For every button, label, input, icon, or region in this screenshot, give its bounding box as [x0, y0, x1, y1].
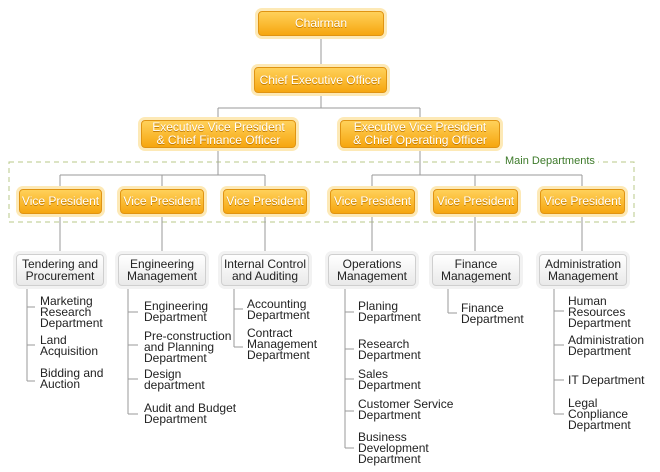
department-item: Contract Management Department: [247, 326, 318, 362]
department-item: Administration Department: [568, 333, 645, 358]
main-departments-label: Main Departments: [502, 155, 598, 167]
department-item: Human Resources Department: [568, 294, 631, 330]
management-box-engineering: Engineering Management: [118, 254, 206, 286]
department-item: Land Acquisition: [40, 333, 99, 358]
vice-president-box: Vice President: [120, 189, 204, 214]
department-item: Research Department: [358, 337, 421, 362]
vice-president-box: Vice President: [433, 189, 518, 214]
vice-president-box: Vice President: [330, 189, 415, 214]
department-item: Audit and Budget Department: [144, 401, 237, 426]
management-box-tendering: Tendering and Procurement: [16, 254, 104, 286]
department-item: Planing Department: [358, 299, 421, 324]
department-item: Marketing Research Department: [40, 294, 103, 330]
department-item: Legal Conpliance Department: [568, 396, 631, 432]
department-item: Finance Department: [461, 301, 524, 326]
department-item: Business Development Department: [358, 430, 429, 466]
management-box-operations: Operations Management: [328, 254, 416, 286]
department-item: Pre-construction and Planning Department: [144, 329, 232, 365]
department-item: Bidding and Auction: [40, 366, 104, 391]
department-item: Sales Department: [358, 367, 421, 392]
chairman-box: Chairman: [258, 11, 384, 36]
department-item: Customer Service Department: [358, 397, 454, 422]
vice-president-box: Vice President: [223, 189, 307, 214]
management-box-finance: Finance Management: [432, 254, 520, 286]
management-box-administration: Administration Management: [539, 254, 627, 286]
vice-president-box: Vice President: [19, 189, 102, 214]
evp-coo-box: Executive Vice President & Chief Operati…: [340, 120, 500, 148]
management-box-internal-control: Internal Control and Auditing: [221, 254, 309, 286]
department-item: Accounting Department: [247, 297, 310, 322]
department-item: Engineering Department: [144, 299, 209, 324]
evp-cfo-box: Executive Vice President & Chief Finance…: [141, 120, 296, 148]
vice-president-box: Vice President: [540, 189, 625, 214]
department-item: Design department: [144, 367, 205, 392]
ceo-box: Chief Executive Officer: [254, 67, 387, 93]
department-item: IT Department: [568, 373, 645, 387]
